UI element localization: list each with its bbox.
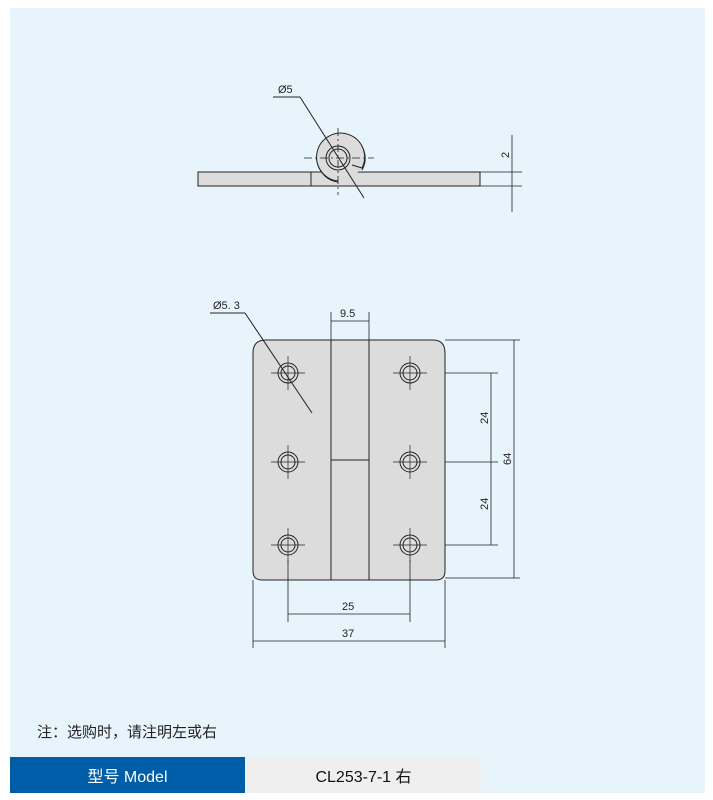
- top-view: Ø5 2: [197, 84, 522, 212]
- front-hole-diameter-label: Ø5. 3: [213, 300, 240, 312]
- mounting-hole: [393, 356, 427, 390]
- pitch-upper-label: 24: [479, 412, 491, 424]
- pitch-lower-label: 24: [479, 498, 491, 510]
- model-value: CL253-7-1 右: [246, 757, 481, 793]
- mounting-hole: [393, 528, 427, 562]
- model-label: 型号 Model: [10, 757, 245, 793]
- mounting-hole: [393, 445, 427, 479]
- width-label: 37: [342, 628, 354, 640]
- thickness-label: 2: [500, 152, 512, 158]
- mounting-hole: [271, 528, 305, 562]
- mounting-hole: [271, 356, 305, 390]
- mounting-hole: [271, 445, 305, 479]
- order-note: 注：选购时，请注明左或右: [37, 724, 218, 741]
- height-label: 64: [502, 453, 514, 465]
- top-hole-diameter-label: Ø5: [278, 84, 293, 96]
- hole-spacing-label: 25: [342, 601, 354, 613]
- knuckle-width-label: 9.5: [340, 308, 355, 320]
- front-view: Ø5. 3 9.5 24 24 64 25 37: [210, 300, 520, 648]
